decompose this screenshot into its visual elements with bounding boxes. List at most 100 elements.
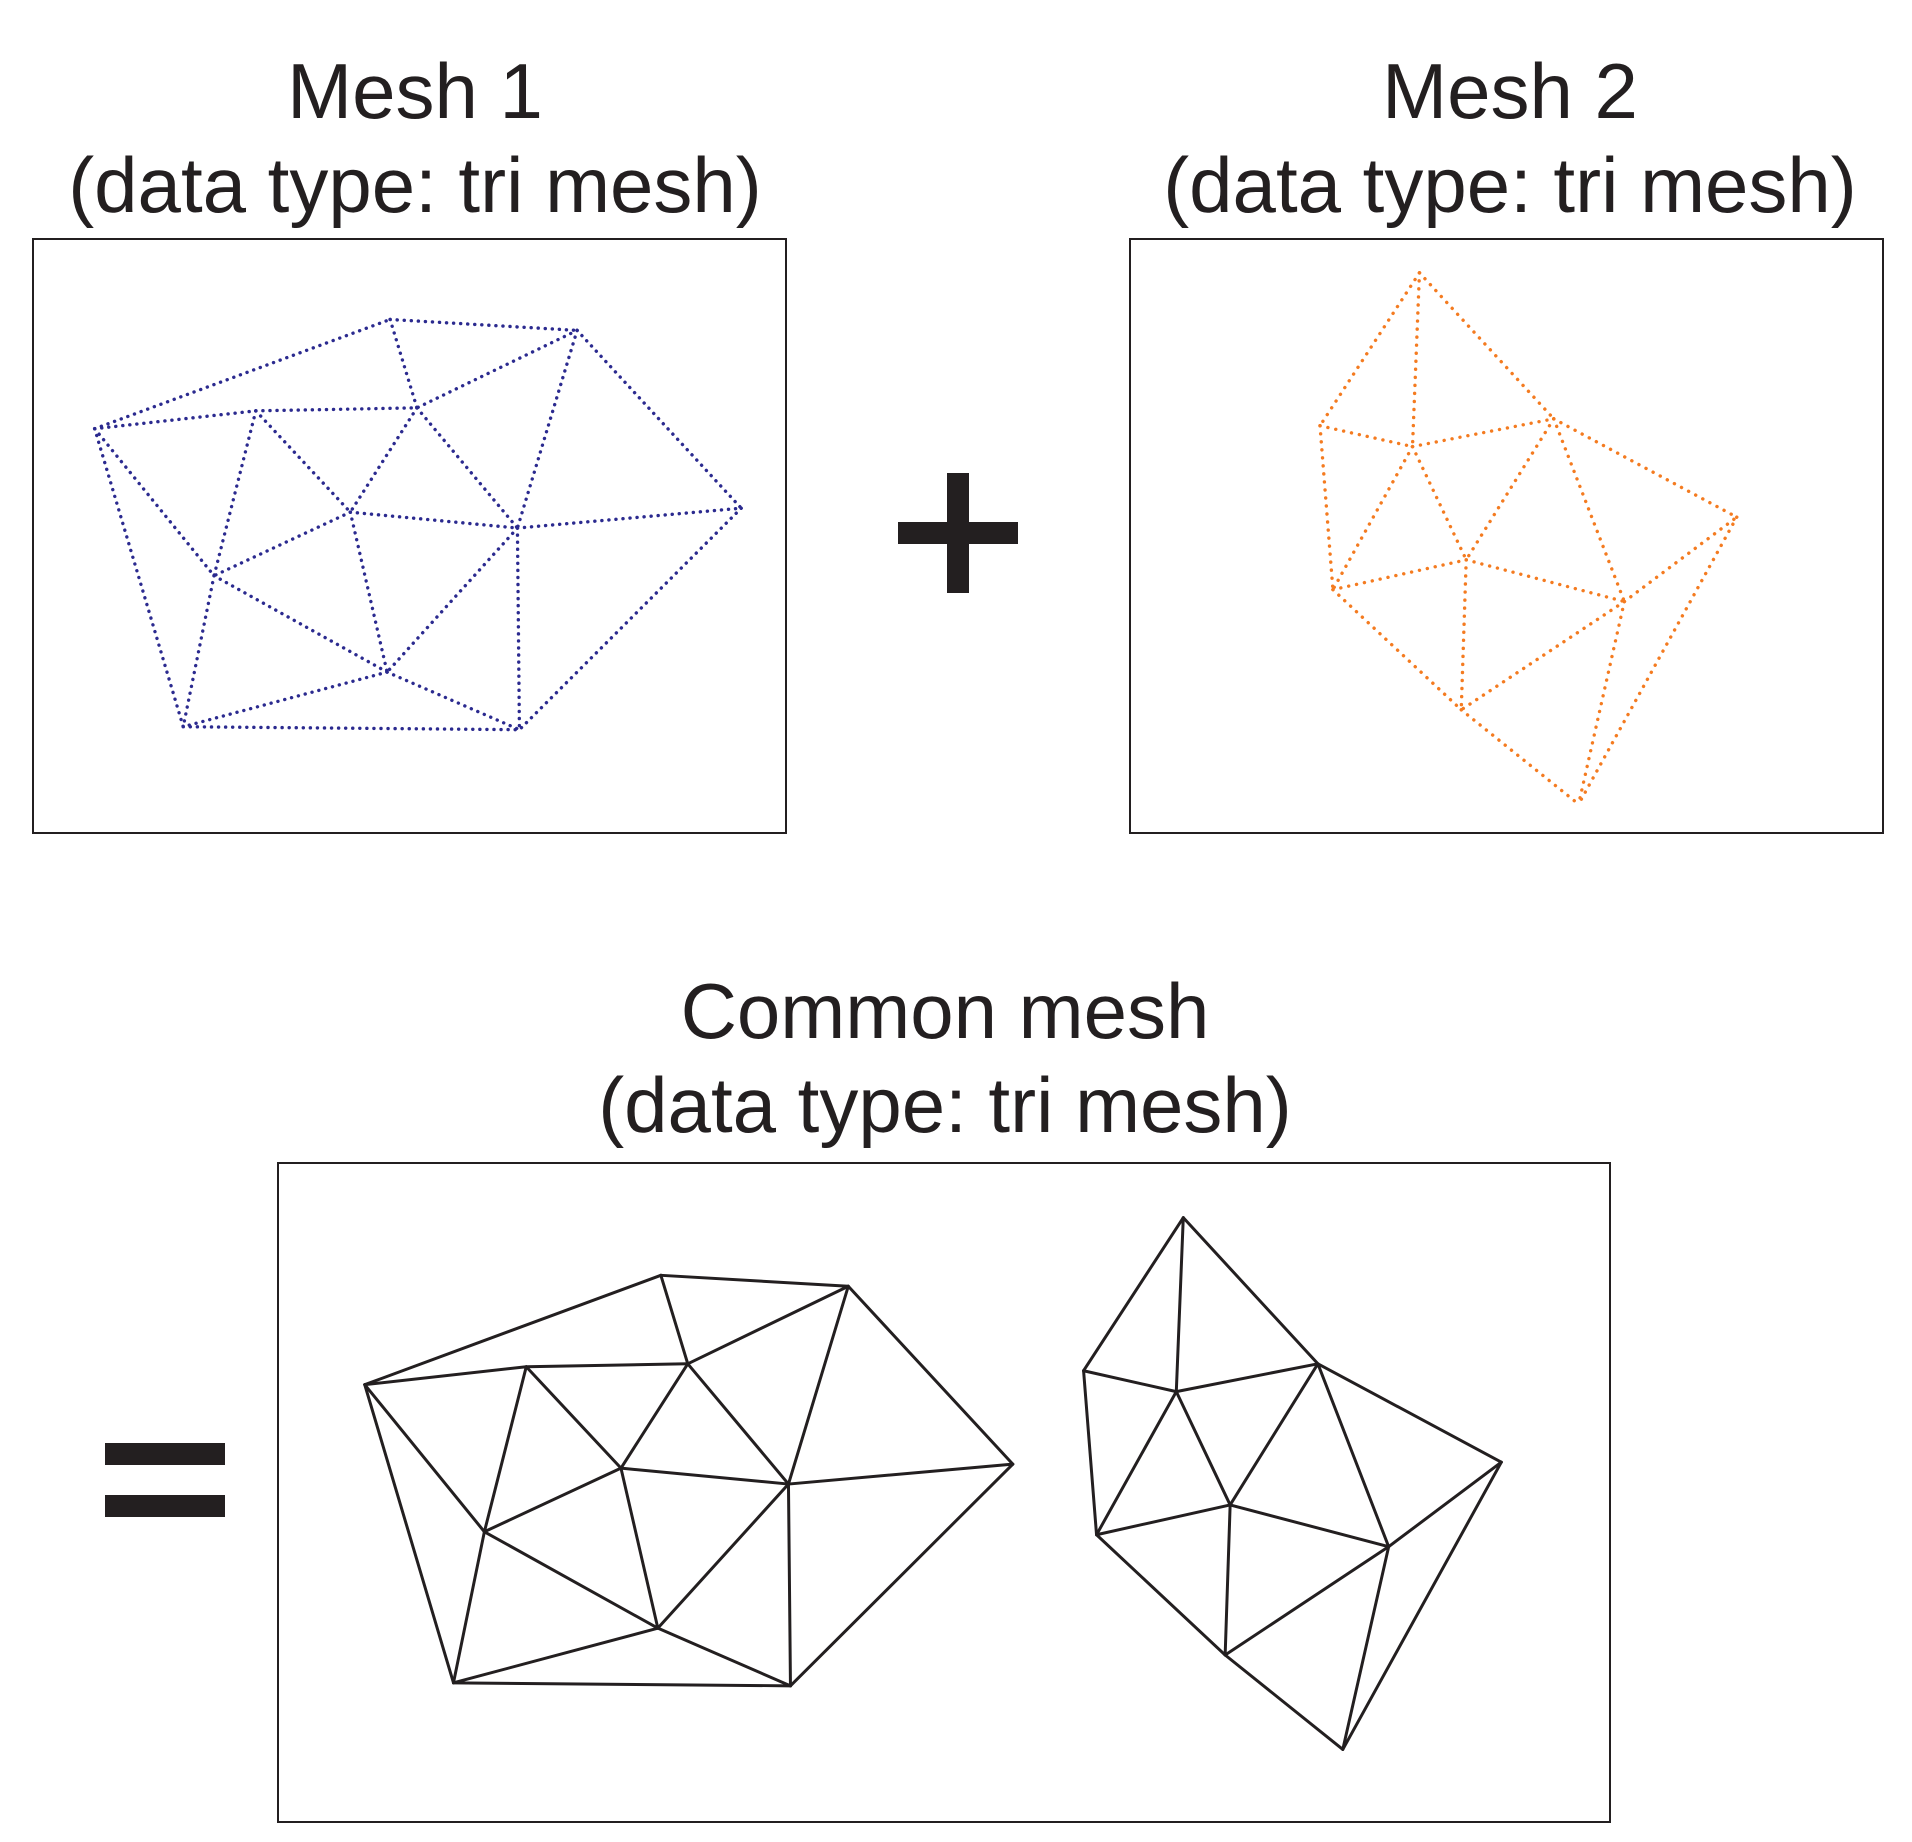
common-mesh2-edge-P-T [1316,1362,1391,1549]
mesh1-edge-A-B [92,317,392,431]
common-mesh2-edge-S-Q [1095,1503,1232,1537]
mesh1-edge-A-K [92,427,185,729]
mesh2-edge-R-V [1576,515,1739,806]
mesh2-canvas [1318,271,1739,806]
common-mesh2-edge-O-S [1095,1390,1178,1537]
mesh1-edge-D-E [254,406,419,413]
mesh1-edge-B-E [388,317,419,410]
common-mesh2-edge-O-Q [1174,1390,1232,1507]
common-mesh2-edge-P-R [1316,1362,1503,1464]
mesh1-edge-I-K [181,574,216,729]
mesh2-edge-U-V [1459,708,1581,806]
common-mesh2-edge-M-N [1082,1216,1185,1373]
mesh1-edge-E-H [415,406,520,530]
mesh2-title-line1: Mesh 2 [1382,47,1638,135]
mesh2-edge-M-P [1417,271,1556,421]
mesh2-edge-S-Q [1331,558,1468,592]
mesh2-edge-P-Q [1464,417,1556,562]
mesh2-edge-P-R [1552,417,1739,519]
plus-icon [947,473,969,593]
common-mesh2-edge-Q-T [1228,1503,1391,1549]
common-mesh1-edge-J-K [451,1626,660,1685]
mesh1-edge-G-H [348,510,520,530]
mesh1-edge-J-K [181,670,389,729]
common-mesh2-edge-S-U [1095,1533,1227,1657]
mesh1-edge-A-I [92,427,216,578]
common-mesh1-edge-A-I [363,1383,486,1534]
mesh1-edge-G-I [212,510,353,578]
mesh1-edge-B-C [388,317,579,333]
mesh2-edge-T-U [1459,599,1627,712]
mesh1-edge-H-L [515,526,522,732]
mesh1-canvas [92,317,743,732]
common-mesh1-edge-G-J [619,1466,660,1630]
common-mesh1-edge-B-C [659,1273,850,1288]
mesh1-edge-C-F [575,328,743,510]
common-mesh-canvas [363,1216,1503,1751]
mesh2-edge-M-O [1410,271,1422,449]
common-mesh2-edge-T-V [1341,1545,1391,1751]
mesh2-edge-P-T [1552,417,1627,604]
mesh1-title-line1: Mesh 1 [287,47,543,135]
mesh1-edge-H-J [385,526,520,674]
common-mesh1-edge-J-L [656,1626,792,1688]
mesh1-edge-A-D [92,409,258,431]
common-mesh2-edge-R-V [1341,1460,1503,1751]
common-mesh1-edge-G-H [619,1466,790,1486]
mesh1-edge-K-L [181,725,522,732]
mesh2-edge-O-Q [1410,444,1468,562]
common-mesh1-edge-H-L [786,1482,792,1688]
common-mesh1-edge-G-I [482,1466,623,1534]
common-mesh1-edge-D-G [524,1365,623,1470]
common-mesh1-edge-H-J [656,1482,790,1630]
mesh1-title-line2: (data type: tri mesh) [68,141,762,229]
mesh1-edge-D-I [212,409,258,578]
mesh2-edge-M-N [1318,271,1422,428]
mesh1-edge-C-H [515,328,579,530]
mesh1-panel [32,238,787,834]
mesh2-title-line2: (data type: tri mesh) [1163,141,1857,229]
mesh2-edge-T-R [1622,515,1739,604]
mesh2-edge-N-S [1318,424,1335,592]
common-mesh2-edge-O-P [1174,1362,1320,1394]
mesh1-edge-E-G [348,406,419,514]
mesh2-edge-O-S [1331,444,1415,592]
common-mesh1-edge-C-E [686,1284,850,1366]
common-mesh2-edge-N-O [1082,1369,1178,1394]
common-mesh2-edge-N-S [1082,1369,1099,1537]
common-mesh1-edge-I-J [482,1530,660,1630]
mesh1-edge-G-J [348,510,389,674]
mesh1-edge-F-L [517,506,743,732]
mesh1-edge-I-J [212,574,389,674]
common-mesh-title-line2: (data type: tri mesh) [598,1061,1292,1149]
common-mesh1-edge-K-L [451,1681,792,1688]
common-mesh2-edge-Q-U [1223,1503,1232,1657]
common-mesh1-edge-D-I [482,1365,528,1534]
mesh2-edge-Q-T [1464,558,1627,604]
common-mesh1-edge-E-G [619,1362,690,1470]
common-mesh1-edge-F-L [788,1462,1015,1688]
common-mesh1-edge-A-B [363,1273,663,1387]
common-mesh1-edge-H-F [786,1462,1015,1486]
common-mesh2-edge-P-Q [1228,1362,1320,1507]
common-mesh1-edge-I-K [451,1530,486,1685]
equals-icon [105,1443,225,1465]
common-mesh1-edge-C-H [786,1284,850,1486]
common-mesh1-edge-A-D [363,1365,528,1387]
mesh2-edge-N-O [1318,424,1415,449]
common-mesh-panel [277,1162,1611,1823]
common-mesh2-edge-T-R [1387,1460,1503,1549]
common-mesh1-edge-C-F [846,1284,1015,1466]
common-mesh-title: Common mesh (data type: tri mesh) [530,964,1360,1152]
mesh2-edge-S-U [1331,587,1463,712]
mesh1-edge-H-F [515,506,743,530]
mesh2-panel [1129,238,1884,834]
equals-icon-lower [105,1495,225,1517]
mesh2-title: Mesh 2 (data type: tri mesh) [1095,44,1912,232]
common-mesh2-edge-M-O [1174,1216,1185,1394]
mesh2-edge-O-P [1410,417,1556,449]
common-mesh1-edge-D-E [524,1362,690,1369]
common-mesh1-edge-B-E [659,1273,690,1366]
common-mesh1-edge-E-H [686,1362,790,1486]
common-mesh-title-line1: Common mesh [680,967,1210,1055]
